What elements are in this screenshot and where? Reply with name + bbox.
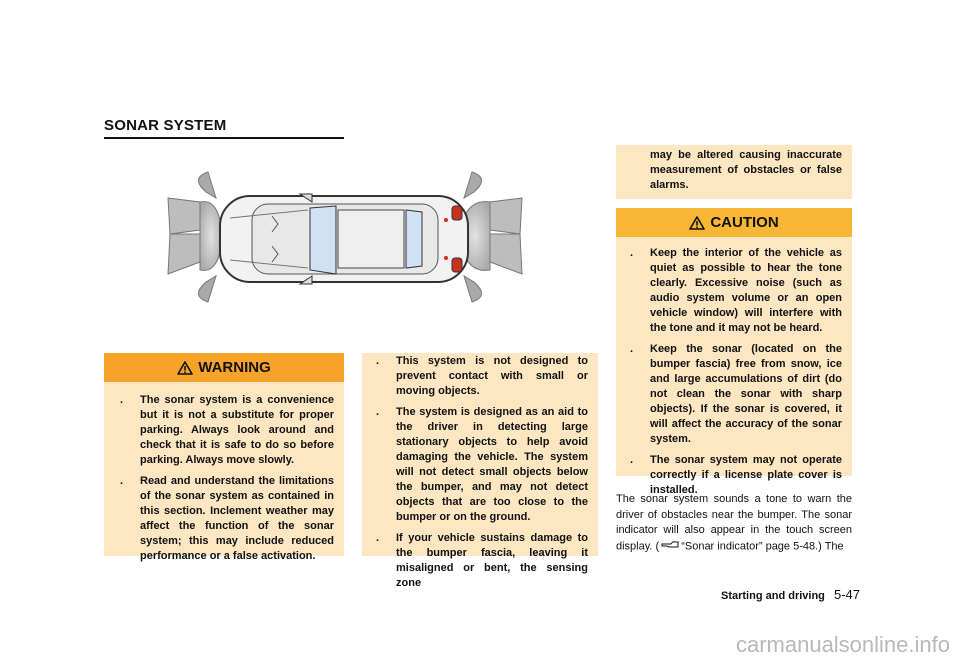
body-text-after: The	[821, 540, 844, 553]
caution-title: CAUTION	[710, 214, 779, 231]
bullet: .	[630, 247, 634, 259]
page-number: 5-47	[833, 587, 860, 602]
middle-item-text: If your vehicle sustains damage to the b…	[396, 532, 588, 589]
list-item: . The system is designed as an aid to the…	[372, 405, 588, 525]
bullet: .	[376, 355, 380, 367]
bullet: .	[630, 343, 634, 355]
middle-item-text: The system is designed as an aid to the …	[396, 406, 588, 523]
middle-item-text: This system is not designed to prevent c…	[396, 355, 588, 397]
bullet: .	[120, 475, 124, 487]
list-item: . The sonar system is a convenience but i…	[116, 393, 334, 468]
title-rule	[104, 137, 344, 139]
list-item: . This system is not designed to prevent …	[372, 354, 588, 399]
warning-continued-panel: . This system is not designed to prevent …	[362, 353, 598, 589]
watermark: carmanualsonline.info	[735, 632, 950, 657]
pointing-hand-icon	[661, 539, 679, 555]
bullet: .	[376, 406, 380, 418]
warning-title: WARNING	[198, 359, 271, 376]
car-sonar-illustration	[160, 158, 530, 318]
bullet: .	[630, 454, 634, 466]
middle-list: . This system is not designed to prevent …	[362, 353, 598, 591]
warning-panel: WARNING . The sonar system is a convenien…	[104, 353, 344, 562]
list-item: . Keep the sonar (located on the bumper f…	[626, 342, 842, 447]
warning-item-text: The sonar system is a convenience but it…	[140, 394, 334, 466]
caution-item-text: The sonar system may not operate correct…	[650, 454, 842, 496]
caution-item-text: Keep the interior of the vehicle as quie…	[650, 247, 842, 334]
warning-triangle-icon	[177, 360, 194, 375]
body-paragraph: The sonar system sounds a tone to warn t…	[616, 492, 852, 555]
sonar-indicator-reference[interactable]: “Sonar indicator” page 5-48.)	[681, 540, 822, 553]
caution-panel: CAUTION . Keep the interior of the vehicl…	[616, 208, 852, 496]
section-title: SONAR SYSTEM	[104, 117, 227, 134]
caution-banner: CAUTION	[616, 208, 852, 237]
page-footer: Starting and driving 5-47	[721, 587, 860, 602]
continuation-text: may be altered causing inaccurate measur…	[650, 149, 842, 191]
list-item: . Read and understand the limitations of …	[116, 474, 334, 564]
warning-item-text: Read and understand the limitations of t…	[140, 475, 334, 562]
continuation-panel: may be altered causing inaccurate measur…	[616, 145, 852, 199]
car-sonar-zones-icon	[167, 171, 523, 303]
bullet: .	[376, 532, 380, 544]
footer-section-title: Starting and driving	[721, 590, 825, 602]
body-text-before: The sonar system sounds a tone to warn t…	[616, 493, 852, 553]
warning-banner: WARNING	[104, 353, 344, 382]
warning-triangle-icon	[689, 215, 706, 230]
list-item: . The sonar system may not operate correc…	[626, 453, 842, 498]
list-item: . Keep the interior of the vehicle as qui…	[626, 246, 842, 336]
caution-list: . Keep the interior of the vehicle as qui…	[616, 237, 852, 498]
warning-list: . The sonar system is a convenience but i…	[104, 382, 344, 564]
bullet: .	[120, 394, 124, 406]
list-item: . If your vehicle sustains damage to the …	[372, 531, 588, 591]
caution-item-text: Keep the sonar (located on the bumper fa…	[650, 343, 842, 445]
